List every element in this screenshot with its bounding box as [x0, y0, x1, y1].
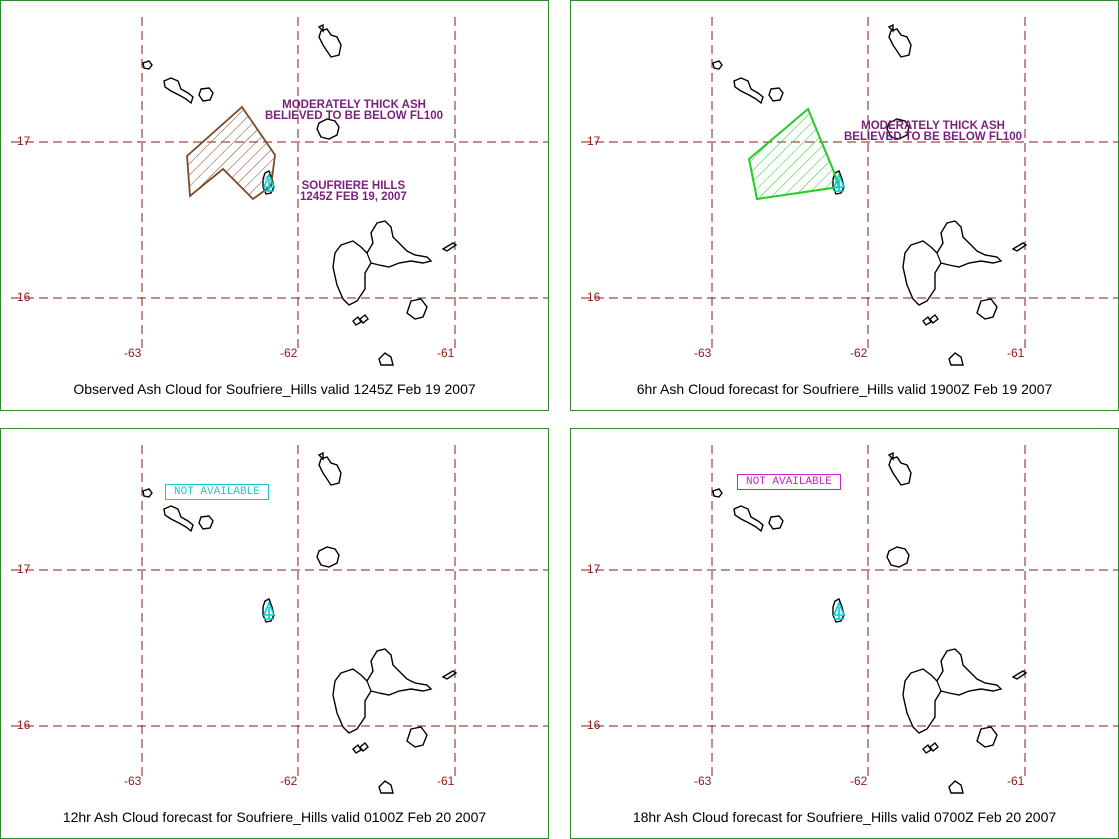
la-desirade-island	[1011, 242, 1028, 252]
nevis-island	[768, 515, 784, 530]
montserrat-island	[262, 598, 275, 623]
saba-island	[142, 60, 153, 70]
map-canvas	[581, 17, 1118, 366]
lon-label--63: -63	[694, 774, 712, 788]
lat-lon-grid	[581, 445, 1118, 781]
panel-caption: 6hr Ash Cloud forecast for Soufriere_Hil…	[636, 381, 1053, 397]
saba-island	[712, 488, 723, 498]
les-saintes-island	[352, 314, 369, 326]
lat-label-17: 17	[587, 134, 601, 148]
lat-label-16: 16	[17, 718, 31, 732]
dominica-island	[948, 352, 964, 366]
lon-label--63: -63	[124, 346, 142, 360]
volcano-marker-icon	[262, 600, 276, 620]
nevis-island	[198, 87, 214, 102]
lon-label--62: -62	[850, 774, 868, 788]
les-saintes-island	[922, 742, 939, 754]
dominica-island	[378, 780, 394, 794]
forecast-ash-polygon	[747, 107, 841, 201]
lat-label-16: 16	[587, 290, 601, 304]
antigua-island	[886, 118, 910, 140]
coastlines	[142, 451, 458, 794]
volcano-marker-icon	[832, 172, 846, 192]
forecast-18hr-panel: 17 16 -63 -62 -61 18hr Ash Cloud forecast for…	[570, 428, 1119, 839]
guadeloupe-island	[332, 648, 433, 734]
barbuda-island	[887, 23, 912, 58]
la-desirade-island	[441, 242, 458, 252]
dominica-island	[378, 352, 394, 366]
panel-caption: 18hr Ash Cloud forecast for Soufriere_Hi…	[632, 809, 1057, 825]
guadeloupe-island	[902, 220, 1003, 306]
lon-label--61: -61	[437, 774, 455, 788]
marie-galante-island	[976, 726, 998, 748]
st-kitts-island	[163, 505, 194, 533]
guadeloupe-channel	[366, 680, 372, 692]
forecast-12hr-panel: 17 16 -63 -62 -61 12hr Ash Cloud forecast for…	[0, 428, 549, 839]
lon-label--62: -62	[850, 346, 868, 360]
marie-galante-island	[406, 298, 428, 320]
guadeloupe-channel	[936, 680, 942, 692]
st-kitts-island	[733, 77, 764, 105]
les-saintes-island	[922, 314, 939, 326]
les-saintes-island	[352, 742, 369, 754]
lat-label-16: 16	[587, 718, 601, 732]
map-canvas	[11, 17, 548, 366]
lat-label-17: 17	[17, 134, 31, 148]
lat-lon-grid	[581, 17, 1118, 353]
antigua-island	[886, 546, 910, 568]
panel-caption: 12hr Ash Cloud forecast for Soufriere_Hi…	[62, 809, 487, 825]
map-canvas	[581, 445, 1118, 794]
observed-ash-polygon	[186, 105, 276, 201]
antigua-island	[316, 118, 340, 140]
not-available-box: NOT AVAILABLE	[737, 474, 841, 490]
montserrat-island	[832, 598, 845, 623]
lat-label-17: 17	[17, 562, 31, 576]
marie-galante-island	[406, 726, 428, 748]
panel-caption: Observed Ash Cloud for Soufriere_Hills v…	[73, 381, 476, 397]
saba-island	[712, 60, 723, 70]
guadeloupe-channel	[936, 252, 942, 264]
coastlines	[712, 23, 1028, 366]
lon-label--62: -62	[280, 346, 298, 360]
forecast-6hr-panel: 17 16 -63 -62 -61 6hr Ash Cloud forecast for …	[570, 0, 1119, 411]
guadeloupe-island	[332, 220, 433, 306]
map-canvas	[11, 445, 548, 794]
not-available-box: NOT AVAILABLE	[165, 484, 269, 500]
antigua-island	[316, 546, 340, 568]
lat-lon-grid	[11, 445, 548, 781]
volcano-marker-icon	[832, 600, 846, 620]
nevis-island	[768, 87, 784, 102]
barbuda-island	[887, 451, 912, 486]
guadeloupe-island	[902, 648, 1003, 734]
lon-label--61: -61	[1007, 346, 1025, 360]
lon-label--63: -63	[124, 774, 142, 788]
barbuda-island	[317, 23, 342, 58]
lon-label--61: -61	[1007, 774, 1025, 788]
marie-galante-island	[976, 298, 998, 320]
guadeloupe-channel	[366, 252, 372, 264]
st-kitts-island	[163, 77, 194, 105]
nevis-island	[198, 515, 214, 530]
barbuda-island	[317, 451, 342, 486]
coastlines	[712, 451, 1028, 794]
lat-lon-grid	[11, 17, 548, 353]
lat-label-17: 17	[587, 562, 601, 576]
saba-island	[142, 488, 153, 498]
lon-label--63: -63	[694, 346, 712, 360]
lon-label--61: -61	[437, 346, 455, 360]
lat-label-16: 16	[17, 290, 31, 304]
dominica-island	[948, 780, 964, 794]
la-desirade-island	[441, 670, 458, 680]
la-desirade-island	[1011, 670, 1028, 680]
volcano-marker-icon	[262, 172, 276, 192]
st-kitts-island	[733, 505, 764, 533]
lon-label--62: -62	[280, 774, 298, 788]
